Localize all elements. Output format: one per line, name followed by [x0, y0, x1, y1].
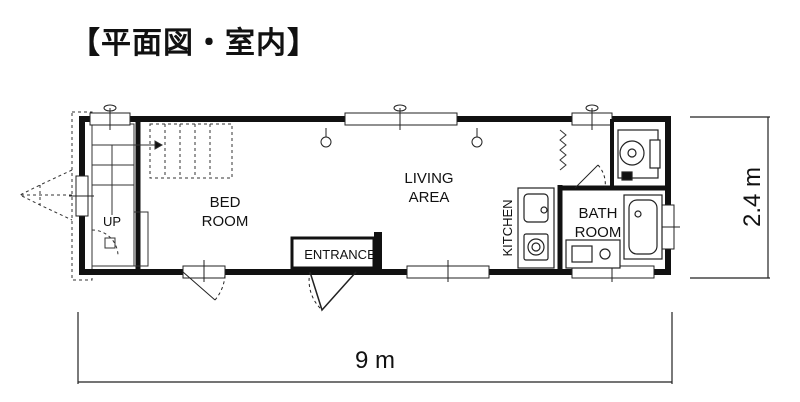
toilet: [617, 129, 661, 181]
bedroom-door: [182, 271, 226, 301]
kitchen-counter: [517, 187, 555, 269]
living-label-line1: LIVING: [404, 170, 453, 187]
stairs: [91, 123, 164, 267]
stairs-label: UP: [103, 214, 121, 229]
closet-curtain: [559, 129, 567, 171]
entrance: [290, 232, 382, 312]
wall-lights: [320, 128, 483, 148]
kitchen-label: KITCHEN: [500, 199, 515, 256]
bathroom-walls: [557, 119, 668, 272]
width-dimension-label: 9 m: [355, 347, 395, 374]
windows: [75, 112, 675, 279]
bath-sink: [565, 239, 621, 269]
bathroom-label-line1: BATH: [579, 205, 618, 222]
bedroom-label-line2: ROOM: [202, 213, 249, 230]
loft-steps: [149, 123, 233, 179]
width-dimension: [77, 312, 673, 384]
bathroom-door: [574, 164, 606, 189]
living-label-line2: AREA: [409, 189, 450, 206]
bedroom-label-line1: BED: [210, 194, 241, 211]
height-dimension-label: 2.4 m: [739, 167, 766, 227]
bathtub: [623, 194, 663, 260]
entrance-label: ENTRANCE: [304, 247, 376, 262]
page-title: 【平面図・室内】: [70, 26, 318, 61]
height-dimension: [690, 116, 770, 279]
bathroom-label-line2: ROOM: [575, 224, 622, 241]
